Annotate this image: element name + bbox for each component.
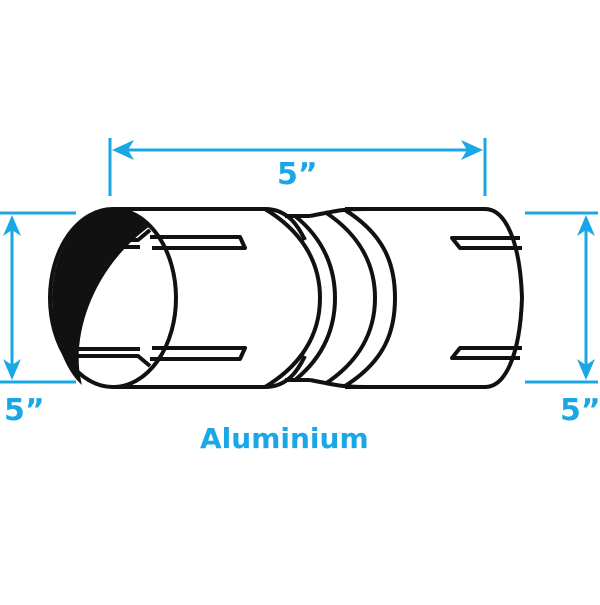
left-diameter-dimension-line (0, 211, 76, 384)
right-diameter-dimension-line (525, 211, 598, 384)
material-label: Aluminium (200, 422, 369, 455)
left-diameter-label: 5” (4, 393, 45, 428)
length-dimension-label: 5” (277, 157, 318, 192)
right-diameter-label: 5” (560, 393, 600, 428)
pipe-body (48, 207, 524, 389)
length-dimension-line (108, 138, 487, 196)
